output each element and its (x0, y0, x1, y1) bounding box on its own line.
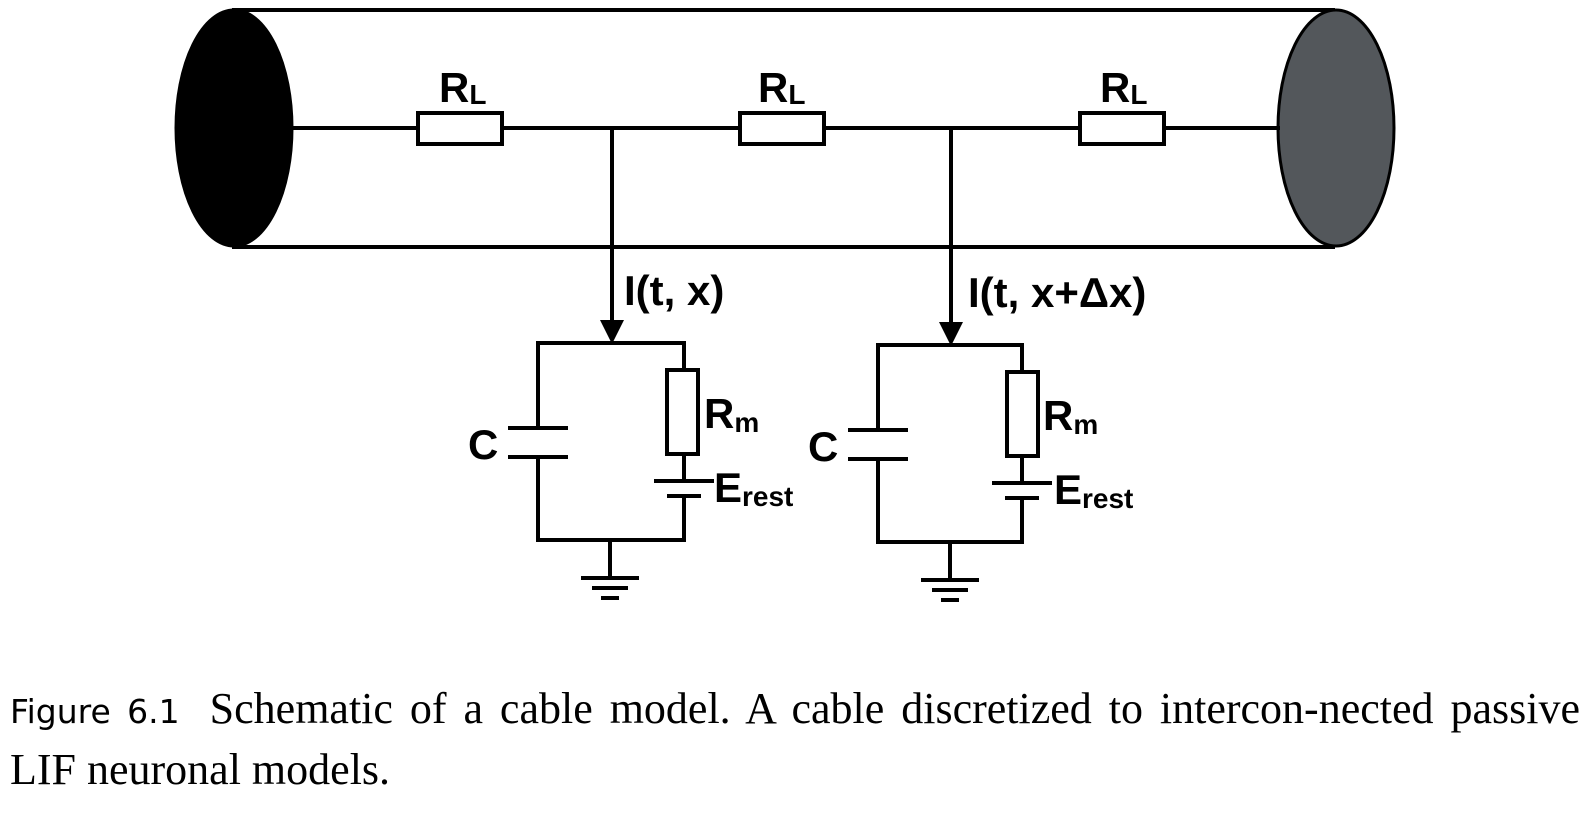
axial-resistor-3 (1078, 111, 1166, 146)
compartment-2: I(t, x+Δx) Rm Erest C (808, 128, 1146, 602)
membrane-resistor-label-1: Rm (704, 390, 759, 438)
cable-left-end-cap (174, 8, 294, 248)
capacitor-label-2: C (808, 423, 838, 470)
capacitor-label-1: C (468, 421, 498, 468)
cable-cylinder (174, 8, 1396, 249)
cable-model-diagram: RL RL RL I(t, x) Rm Erest C I(t, x+Δx) (174, 8, 1396, 602)
ground-icon (581, 576, 639, 600)
current-label-1: I(t, x) (624, 267, 724, 314)
battery-label-1: Erest (714, 464, 793, 512)
figure-label: Figure 6.1 (10, 692, 180, 731)
current-label-2: I(t, x+Δx) (968, 269, 1146, 316)
battery-label-2: Erest (1054, 466, 1133, 514)
axial-resistor-1 (416, 111, 504, 146)
axial-resistor-label-2: RL (758, 64, 805, 111)
axial-resistor-2 (738, 111, 826, 146)
rc-bottom-wire (536, 457, 686, 542)
cable-right-end-cap (1276, 8, 1396, 248)
current-arrow-head (600, 320, 624, 344)
rc-top-wire (876, 343, 1024, 430)
membrane-resistor-2 (1005, 370, 1040, 458)
rc-top-wire (536, 341, 686, 428)
rc-bottom-wire (876, 459, 1024, 544)
axial-resistor-label-3: RL (1100, 64, 1147, 111)
membrane-resistor-1 (665, 368, 700, 456)
current-arrow-head (939, 322, 963, 346)
figure-caption-text: Schematic of a cable model. A cable disc… (10, 684, 1580, 794)
ground-icon (921, 578, 979, 602)
axial-resistor-label-1: RL (439, 64, 486, 111)
compartment-1: I(t, x) Rm Erest C (468, 128, 793, 600)
axial-conductor: RL RL RL (292, 64, 1280, 146)
membrane-resistor-label-2: Rm (1043, 392, 1098, 440)
